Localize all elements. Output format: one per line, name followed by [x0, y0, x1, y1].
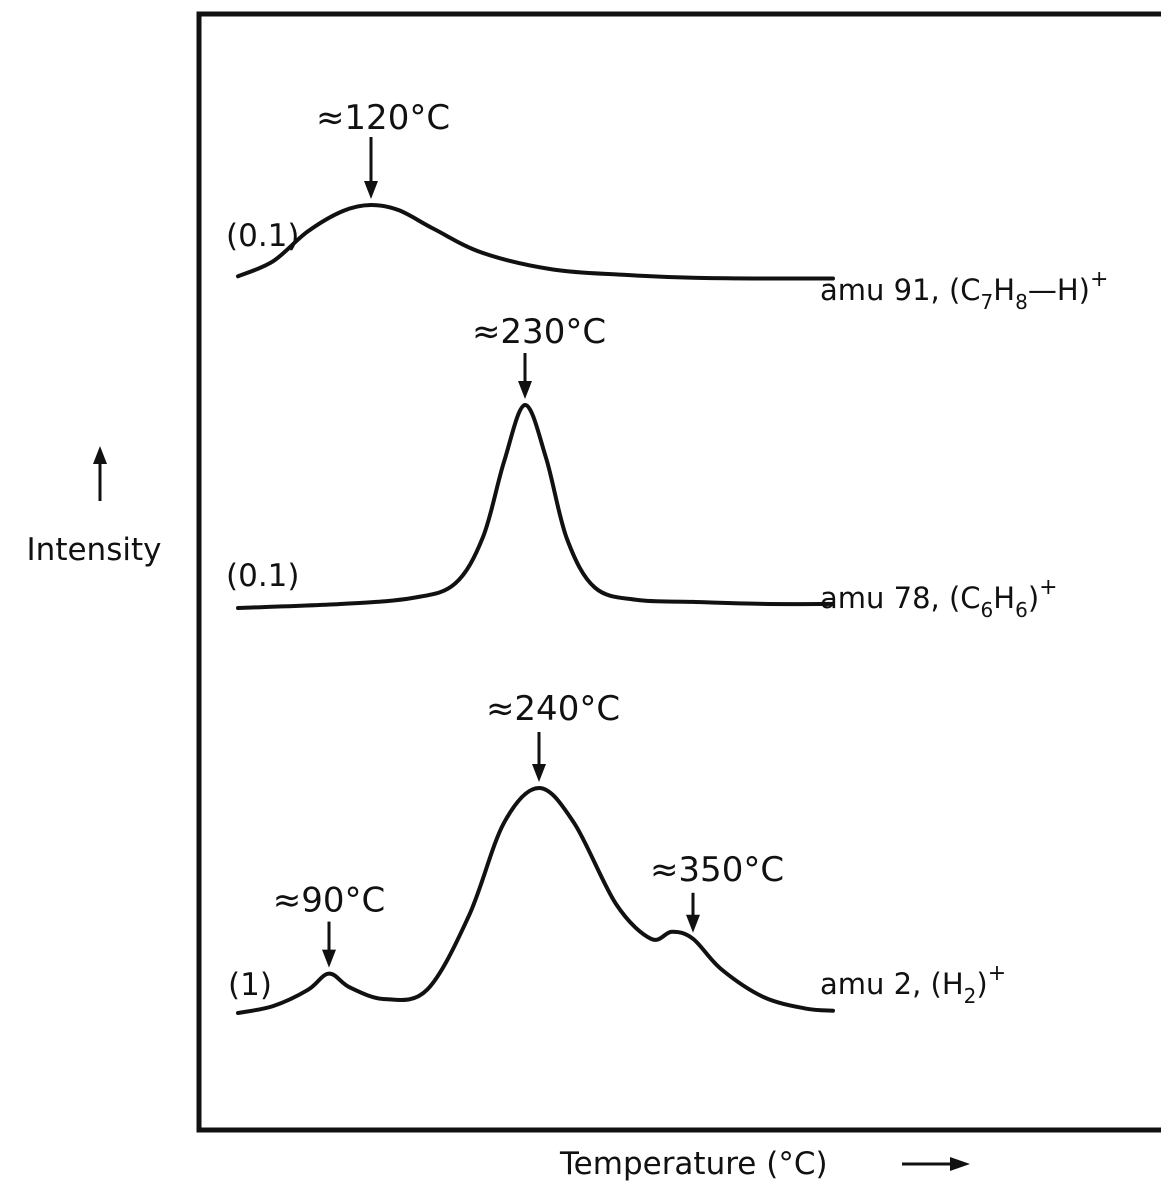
series-group: (0.1)amu 78, (C6H6)+≈230°C [226, 312, 1058, 622]
series-scale-label: (0.1) [226, 218, 300, 254]
peak-arrow-head [686, 914, 700, 933]
series-label-part: 2 [964, 984, 977, 1008]
peak-annotation-label: ≈240°C [486, 689, 620, 729]
series-line [236, 403, 835, 610]
series-label-part: 7 [981, 290, 994, 314]
peak-arrow-head [322, 949, 336, 968]
series-label-part: amu 78, (C [820, 581, 981, 615]
series-label-part: H [993, 273, 1015, 307]
series-group: (1) amu 2, (H2)+ ≈90°C ≈240°C ≈350°C [228, 689, 1006, 1015]
series-label-part: 6 [981, 598, 994, 622]
series-label: amu 91, (C7H8—H)+ [820, 267, 1108, 314]
series-label: amu 2, (H2)+ [820, 961, 1006, 1008]
y-axis-label: Intensity [27, 532, 162, 568]
peak-arrow-head [532, 764, 546, 782]
series-label-part: amu 91, (C [820, 273, 981, 307]
x-axis-arrow-head [950, 1157, 970, 1171]
series-label-part: + [1039, 575, 1057, 600]
series-label-part: amu 2, (H [820, 967, 964, 1001]
series-line [236, 202, 835, 281]
y-axis-arrow-head [93, 446, 107, 464]
series-scale-label: (1) [228, 967, 272, 1003]
x-axis-label: Temperature (°C) [559, 1146, 828, 1182]
series-line [236, 786, 835, 1015]
peak-annotation-label: ≈350°C [650, 850, 784, 890]
peak-arrow-head [364, 181, 378, 199]
plot-frame [196, 11, 1161, 1133]
series-label-part: ) [976, 967, 987, 1001]
series-label-part: ) [1028, 581, 1039, 615]
series-label-part: + [1090, 267, 1108, 292]
series-label-part: 6 [1015, 598, 1028, 622]
series-label-part: + [988, 961, 1006, 986]
peak-annotation-label: ≈230°C [472, 312, 606, 352]
series-scale-label: (0.1) [226, 558, 300, 594]
peak-annotation-label: ≈120°C [316, 98, 450, 138]
series-label-part: H [993, 581, 1015, 615]
series-group: (0.1) amu 91, (C7H8—H)+ ≈120°C [226, 98, 1108, 314]
peak-annotation-label: ≈90°C [273, 881, 386, 921]
peak-arrow-head [518, 381, 532, 399]
series-label: amu 78, (C6H6)+ [820, 575, 1058, 622]
series-label-part: 8 [1015, 290, 1028, 314]
series-layer: (0.1)amu 91, (C7H8—H)+≈120°C(0.1)amu 78,… [226, 98, 1108, 1015]
series-label-part: —H) [1028, 273, 1090, 307]
